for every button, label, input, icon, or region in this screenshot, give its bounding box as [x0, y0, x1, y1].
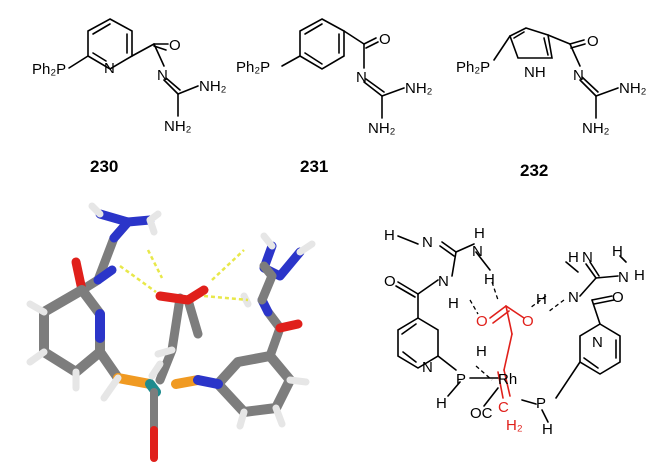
compound-230-o-label: O: [169, 37, 181, 54]
compound-231-number: 231: [300, 157, 328, 176]
complex-p-right-label: P: [536, 395, 546, 412]
complex-h-label: H: [634, 267, 645, 284]
complex-o-red-label: O: [522, 313, 534, 330]
complex-h-label: H: [448, 295, 459, 312]
compound-232-o-label: O: [587, 33, 599, 50]
compound-230-ph2p-label: Ph₂P: [32, 61, 66, 78]
complex-2d-structure: [395, 235, 627, 423]
complex-h-label: H: [436, 395, 447, 412]
compound-232-number: 232: [520, 161, 548, 180]
complex-n-label: N: [438, 273, 449, 290]
compound-231-ph2p-label: Ph₂P: [236, 59, 270, 76]
compound-230-ring-n-label: N: [104, 60, 115, 77]
compound-231-n-label: N: [356, 69, 367, 86]
compound-232-ph2p-label: Ph₂P: [456, 59, 490, 76]
compound-230-structure: [68, 18, 199, 117]
compound-230-n-label: N: [157, 67, 168, 84]
complex-o-red-label: O: [476, 313, 488, 330]
complex-c-red-label: C: [498, 399, 509, 416]
complex-h2-red-label: H₂: [506, 417, 523, 434]
complex-n-label: N: [422, 359, 433, 376]
compound-231-nh2-bottom-label: NH₂: [368, 120, 396, 137]
complex-h-label: H: [542, 421, 553, 438]
compound-232-nh2-bottom-label: NH₂: [582, 120, 610, 137]
complex-h-label: H: [384, 227, 395, 244]
complex-n-label: N: [422, 234, 433, 251]
complex-oc-label: OC: [470, 405, 493, 422]
complex-h-label: H: [612, 243, 623, 260]
complex-h-label: H: [536, 291, 547, 308]
complex-h-label: H: [476, 343, 487, 360]
compound-230-nh2-bottom-label: NH₂: [164, 118, 192, 135]
complex-h-label: H: [568, 249, 579, 266]
complex-rh-label: Rh: [498, 371, 517, 388]
complex-p-left-label: P: [456, 371, 466, 388]
complex-n-label: N: [568, 289, 579, 306]
complex-o-label: O: [384, 273, 396, 290]
complex-h-label: H: [474, 225, 485, 242]
compound-232-n-label: N: [573, 67, 584, 84]
complex-2d-labels: H N H N H N O H N P H Rh OC H O O H C H₂…: [384, 225, 645, 438]
compound-232-structure: [493, 27, 619, 119]
complex-o-label: O: [612, 289, 624, 306]
compound-230-nh2-top-label: NH₂: [199, 78, 227, 95]
complex-n-label: N: [472, 243, 483, 260]
complex-h-label: H: [484, 271, 495, 288]
compound-232-nh2-top-label: NH₂: [619, 80, 647, 97]
stick-model-3d: [26, 202, 316, 462]
compound-230-number: 230: [90, 157, 118, 176]
complex-n-label: N: [582, 249, 593, 266]
compound-231-structure: [281, 18, 405, 119]
complex-n-label: N: [618, 269, 629, 286]
compound-231-o-label: O: [379, 31, 391, 48]
compound-232-nh-label: NH: [524, 64, 546, 81]
complex-n-label: N: [592, 334, 603, 351]
compound-231-nh2-top-label: NH₂: [405, 80, 433, 97]
